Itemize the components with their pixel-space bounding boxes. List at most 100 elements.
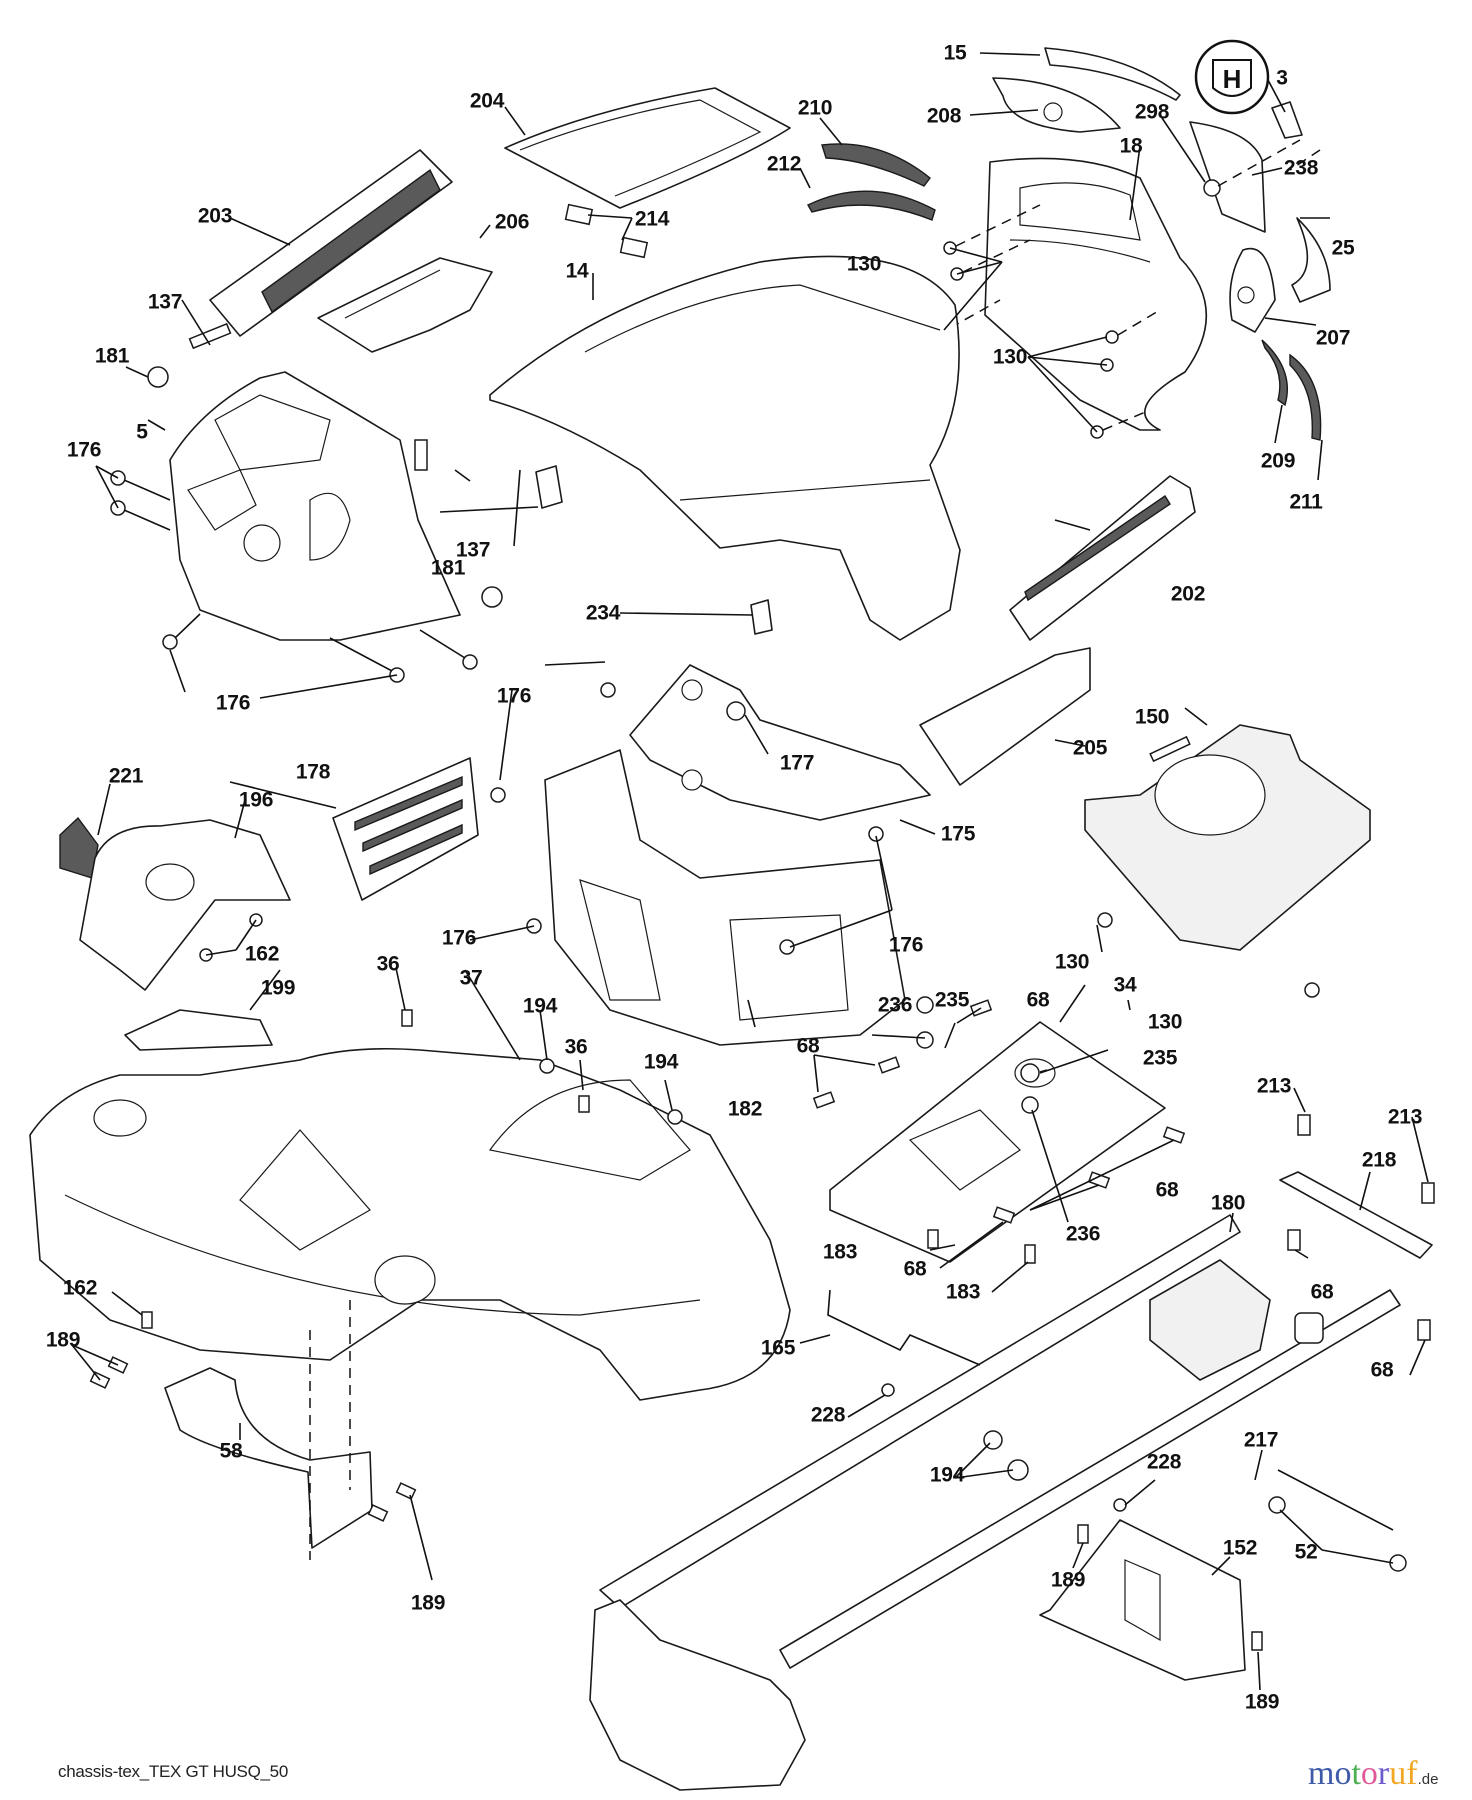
motoruf-watermark-logo: motoruf.de [1308,1757,1438,1791]
label-part-189-left: 189 [45,1328,81,1352]
leader-lines [71,52,1429,1691]
logo-letter: o [1334,1755,1352,1792]
part-202-grille-bar [1009,475,1196,641]
part-14-hood [489,255,961,641]
label-part-211: 211 [1289,490,1323,514]
label-part-183-right: 183 [945,1280,981,1304]
part-209-strip [1261,339,1289,407]
label-part-236-top: 236 [877,993,913,1017]
part-178-vent-grille [332,757,479,901]
label-part-5: 5 [136,420,148,444]
label-part-207: 207 [1315,326,1351,350]
part-189-bolt-b [1251,1631,1263,1651]
label-part-189-cover: 189 [1244,1690,1280,1714]
part-203-grille [209,149,453,337]
part-58-bracket [164,1367,373,1549]
part-218-bar [1279,1171,1433,1259]
label-part-176-bottom: 176 [215,691,251,715]
part-206-side-panel [317,257,493,353]
svg-text:H: H [1223,64,1242,94]
label-part-162-console: 162 [244,942,280,966]
label-part-177: 177 [779,751,815,775]
part-152-cover [1039,1519,1246,1681]
label-part-228-upper: 228 [810,1403,846,1427]
label-part-213-right: 213 [1387,1105,1423,1129]
fasteners-34-plate [812,996,1186,1264]
part-180-frame [589,1214,1401,1791]
label-part-181-upper: 181 [94,344,130,368]
fasteners-213-68 [1287,1114,1435,1341]
part-208-panel [992,77,1121,133]
label-part-52: 52 [1294,1540,1318,1564]
label-part-181-lower: 181 [430,556,466,580]
label-part-189-frame: 189 [1050,1568,1086,1592]
part-228-upper [881,1383,895,1397]
part-3-badge [1271,101,1303,139]
part-210-mesh [821,143,931,187]
label-part-68-frame: 68 [1370,1358,1394,1382]
part-181-grommet-lower [481,586,503,608]
part-37-fender [29,1047,791,1401]
label-part-234: 234 [585,601,621,625]
part-182-front-cowl [544,749,906,1046]
diagram-caption: chassis-tex_TEX GT HUSQ_50 [58,1762,288,1781]
label-part-236-plate: 236 [1065,1222,1101,1246]
label-part-3: 3 [1276,66,1288,90]
part-5-dash-panel [169,371,461,641]
label-part-68-right: 68 [1155,1178,1179,1202]
label-part-162-fender: 162 [62,1276,98,1300]
part-18-grille-housing [984,157,1208,431]
part-181-grommet [147,366,169,388]
part-217-rod [1277,1469,1394,1531]
label-part-203: 203 [197,204,233,228]
label-part-213-left: 213 [1256,1074,1292,1098]
label-part-189-bracket: 189 [410,1591,446,1615]
pins-176-cowl [490,682,884,955]
part-137-clip-lower [414,439,428,471]
label-part-194-left: 194 [522,994,558,1018]
label-part-208: 208 [926,104,962,128]
logo-letter: u [1389,1755,1407,1792]
part-207-light-housing [1229,247,1276,333]
label-part-235-plate: 235 [1142,1046,1178,1070]
label-part-14: 14 [565,259,589,283]
label-part-206: 206 [494,210,530,234]
label-part-202: 202 [1170,582,1206,606]
label-part-217: 217 [1243,1428,1279,1452]
label-part-238: 238 [1283,156,1319,180]
label-part-221: 221 [108,764,144,788]
label-part-235-top: 235 [934,988,970,1012]
part-228-lower [1113,1498,1127,1512]
label-part-176-cowl-top: 176 [496,684,532,708]
part-199-plate [124,1009,273,1051]
part-189-bolt-a [1077,1524,1089,1544]
label-part-228-lower: 228 [1146,1450,1182,1474]
label-part-130-upper: 130 [846,252,882,276]
label-part-199: 199 [260,976,296,1000]
label-part-68-top: 68 [1026,988,1050,1012]
label-part-176-cowl-left: 176 [441,926,477,950]
label-part-209: 209 [1260,449,1296,473]
label-part-130-shroud-right: 130 [1147,1010,1183,1034]
part-165-rod [827,1289,981,1366]
label-part-194-frame: 194 [929,1463,965,1487]
part-205-panel [919,647,1091,786]
part-175-bracket [629,664,931,821]
part-15-trim [1044,47,1181,101]
label-part-205: 205 [1072,736,1108,760]
husqvarna-emblem-icon: H [1194,39,1270,115]
part-196-console [79,819,291,991]
label-part-212: 212 [766,152,802,176]
label-part-37: 37 [459,966,483,990]
label-part-36-left: 36 [376,952,400,976]
label-part-68-bottom: 68 [903,1257,927,1281]
label-part-183-left: 183 [822,1240,858,1264]
screw-130-shroud-right [1304,982,1320,998]
label-part-137-upper: 137 [147,290,183,314]
part-212-mesh [807,190,936,221]
label-part-196: 196 [238,788,274,812]
label-part-204: 204 [469,89,505,113]
label-part-178: 178 [295,760,331,784]
part-137-clip [188,322,232,350]
